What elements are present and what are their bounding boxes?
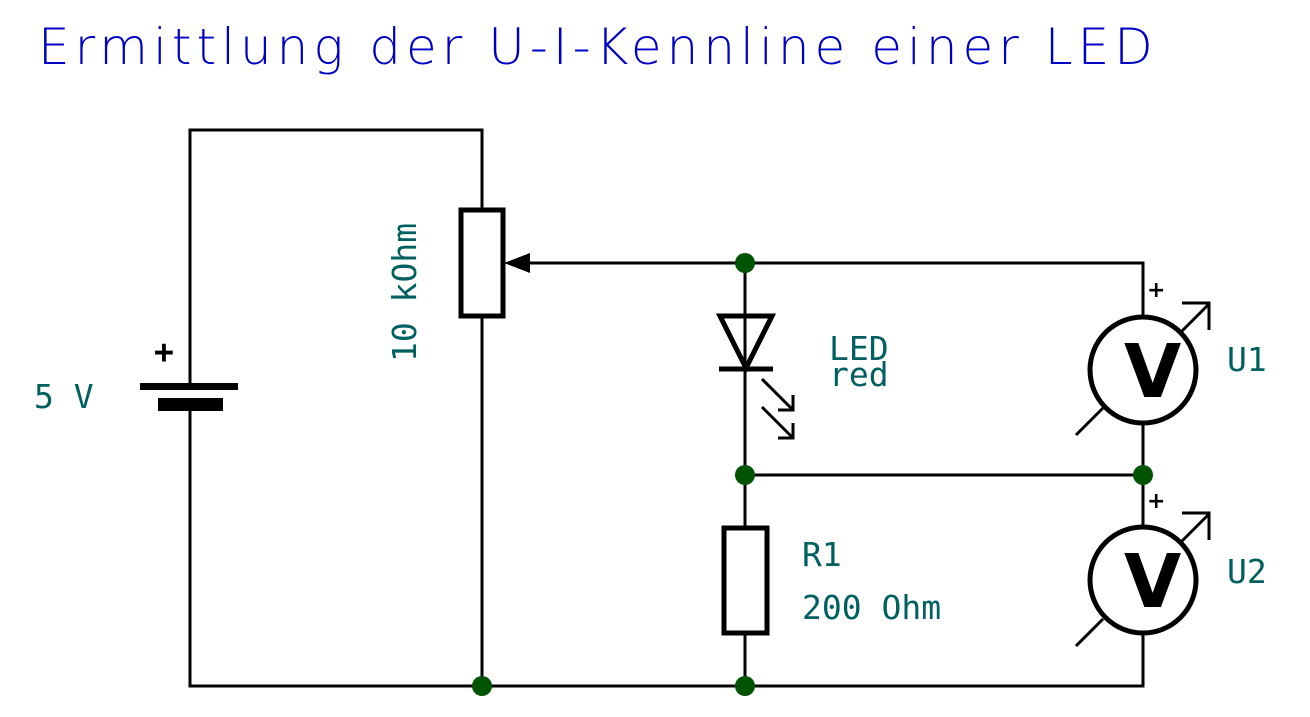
voltmeter-u1-plus-icon: + (1147, 278, 1165, 303)
resistor-ref-label: R1 (802, 535, 842, 574)
battery-short-plate (158, 398, 223, 411)
voltmeter-u2-ref-label: U2 (1227, 552, 1267, 591)
voltmeter-u2: V + U2 (1074, 489, 1267, 648)
resistor-r1: R1 200 Ohm (721, 525, 941, 636)
junction-dot (1133, 465, 1153, 485)
resistor-value-label: 200 Ohm (802, 588, 941, 627)
voltmeter-u2-arrowhead-icon (1182, 511, 1211, 540)
wiper-arrow-icon (504, 253, 530, 273)
voltmeter-u1-body (1087, 314, 1199, 426)
light-emission-icon (760, 377, 795, 440)
wire-top-loop (188, 128, 484, 388)
voltmeter-u2-adjust-tail (1074, 617, 1105, 648)
led-name-label: LED (829, 329, 889, 368)
resistor-body (721, 525, 770, 636)
led-color-label: red (829, 355, 889, 394)
schematic-title: Ermittlung der U-I-Kennline einer LED (38, 18, 1158, 76)
led: LED red (715, 313, 889, 440)
junctions (472, 253, 1153, 696)
wires (188, 128, 1145, 688)
junction-dot (735, 253, 755, 273)
led-triangle (715, 313, 777, 374)
junction-dot (472, 676, 492, 696)
voltmeter-u1-symbol: V (1124, 329, 1181, 415)
junction-dot (735, 676, 755, 696)
battery-plus-icon: + (154, 332, 174, 371)
voltmeter-u2-adjust-arrow-icon (1180, 512, 1211, 543)
junction-dot (735, 465, 755, 485)
potentiometer-body (458, 207, 506, 319)
potentiometer-value-label: 10 kOhm (385, 223, 424, 362)
battery-value-label: 5 V (34, 377, 94, 416)
wire-bottom-loop (188, 402, 1145, 688)
voltmeter-u1-adjust-arrow-icon (1180, 302, 1211, 333)
potentiometer: 10 kOhm (385, 207, 530, 362)
voltmeter-u2-body (1087, 524, 1199, 636)
voltmeter-u2-plus-icon: + (1147, 489, 1165, 514)
wire-wiper (528, 261, 1145, 319)
voltmeter-u2-symbol: V (1124, 539, 1181, 625)
battery-long-plate (140, 383, 238, 390)
battery: + 5 V (34, 332, 238, 416)
voltmeter-u1-ref-label: U1 (1227, 340, 1267, 379)
voltmeter-u1-arrowhead-icon (1182, 301, 1211, 330)
voltmeter-u1: V + U1 (1074, 278, 1267, 437)
voltmeter-u1-adjust-tail (1074, 406, 1105, 437)
